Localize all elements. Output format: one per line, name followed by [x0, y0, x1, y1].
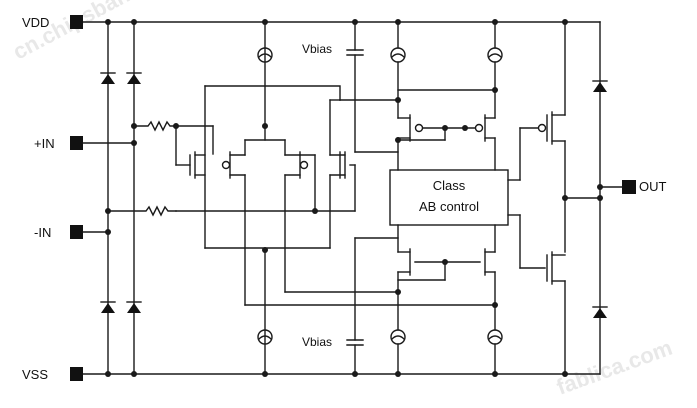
vbias-bottom-label: Vbias [302, 335, 332, 349]
resistor-in-minus [107, 205, 177, 217]
bottom-mirror [244, 224, 496, 331]
class-ab-line2: AB control [419, 199, 479, 214]
vdd-label: VDD [22, 15, 49, 30]
bias-cap-top [346, 21, 399, 153]
in-minus-label: -IN [34, 225, 51, 240]
junction-dots [105, 19, 603, 377]
resistor-in-plus [133, 120, 177, 132]
vss-label: VSS [22, 367, 48, 382]
in-plus-label: +IN [34, 136, 55, 151]
vss-pin [70, 367, 83, 381]
vbias-top-label: Vbias [302, 42, 332, 56]
top-mirror [339, 61, 496, 171]
esd-diodes-output [592, 80, 608, 318]
in-minus-pin [70, 225, 83, 239]
class-ab-control-block [389, 169, 509, 226]
watermark-top-left: cn.chipsbank.com [9, 0, 190, 64]
esd-diodes-left [100, 21, 142, 375]
class-ab-line1: Class [433, 178, 466, 193]
bias-cap-bottom [346, 237, 399, 375]
current-sources-top [257, 21, 503, 63]
watermark-bottom-right: fablica.com [553, 335, 675, 400]
in-plus-pin [70, 136, 83, 150]
out-pin [622, 180, 636, 194]
input-stage [189, 21, 356, 375]
vdd-pin [70, 15, 83, 29]
output-stage [507, 21, 623, 375]
current-sources-bottom [257, 329, 503, 375]
out-label: OUT [639, 179, 667, 194]
